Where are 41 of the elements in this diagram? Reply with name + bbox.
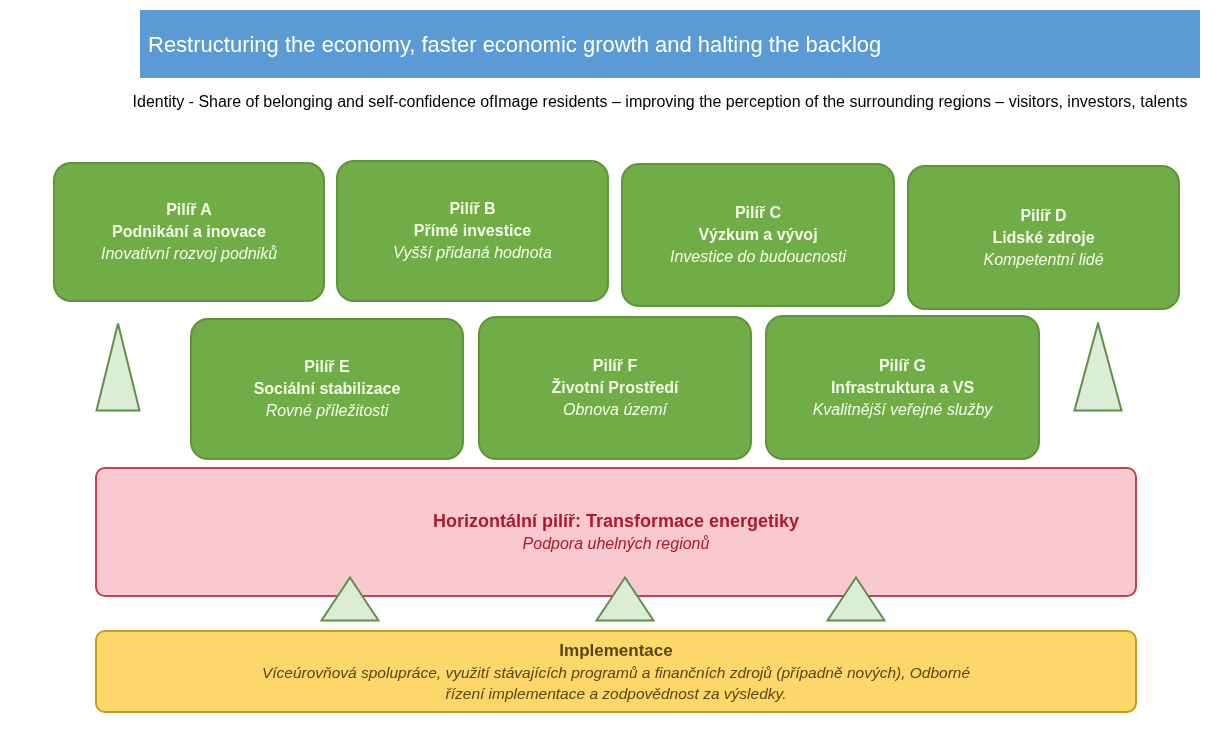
box-text: Výzkum a vývoj [698, 225, 818, 245]
box-text: Podnikání a inovace [112, 222, 266, 242]
box-text: Vyšší přidaná hodnota [393, 243, 552, 263]
box-heading: Pilíř G [878, 355, 927, 376]
horizontal-pillar-box [95, 467, 1137, 597]
box-text: Rovné příležitosti [265, 401, 389, 421]
box-heading: Pilíř D [1020, 205, 1067, 226]
box-text: Životní Prostředí [551, 377, 679, 398]
pillar-box [336, 160, 609, 302]
box-heading: Implementace [559, 640, 673, 662]
box-text: Investice do budoucnosti [669, 247, 847, 267]
pillar-box [53, 162, 325, 302]
pillar-box [907, 165, 1180, 310]
triangle-shape [95, 322, 141, 412]
box-heading: Pilíř E [304, 357, 350, 377]
pillar-box [190, 318, 464, 460]
box-text: Sociální stabilizace [253, 379, 401, 399]
pillar-box [478, 316, 752, 460]
box-text: Infrastruktura a VS [830, 377, 975, 398]
box-text: Kompetentní lidé [983, 249, 1104, 270]
title-banner: Restructuring the economy, faster economic growth and halting the backlog [140, 10, 1200, 78]
box-heading: Pilíř C [734, 203, 782, 223]
subtitle-text: Identity - Share of belonging and self-confidence ofImage residents – improving the perception of the surrounding regions – visitors, investors, talents [131, 92, 1189, 112]
triangle-shape [826, 576, 886, 622]
box-text: Přímé investice [413, 221, 532, 241]
box-heading: Pilíř A [166, 200, 212, 220]
box-heading: Pilíř F [592, 356, 638, 376]
triangle-shape [595, 576, 655, 622]
box-text: Inovativní rozvoj podniků [100, 244, 278, 264]
triangle-shape [320, 576, 380, 622]
box-heading: Pilíř B [449, 199, 496, 219]
box-text: Podpora uhelných regionů [522, 534, 710, 554]
triangle-shape [1073, 322, 1123, 412]
implementation-box [95, 630, 1137, 713]
box-text: Kvalitnější veřejné služby [812, 399, 993, 420]
pillar-box [621, 163, 895, 307]
box-text: Lidské zdroje [992, 227, 1095, 248]
box-heading: Horizontální pilíř: Transformace energetiky [432, 510, 800, 533]
box-text: Obnova území [562, 400, 668, 420]
pillar-box [765, 315, 1040, 460]
box-text: Víceúrovňová spolupráce, využití stávajících programů a finančních zdrojů (případně nových), Odborné řízení implementace a zodpovědnost za výsledky. [260, 663, 972, 704]
